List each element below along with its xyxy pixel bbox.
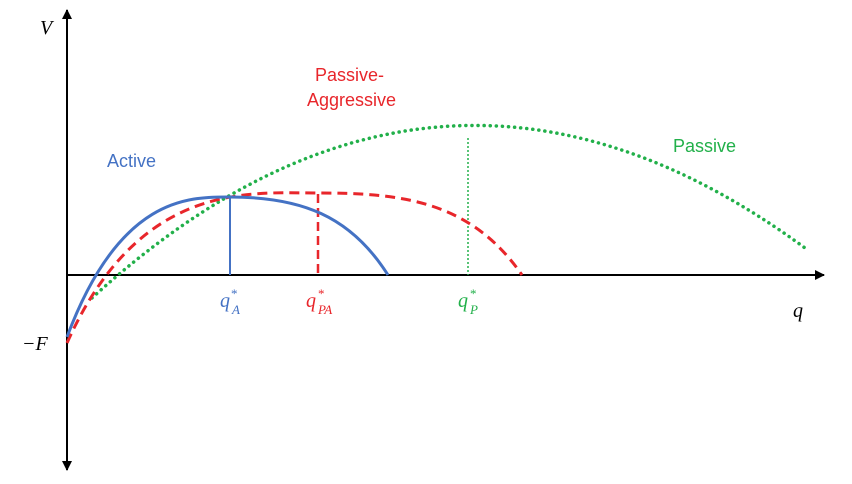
passive-aggressive-optimum-base: q	[306, 290, 316, 312]
active-optimum-base: q	[220, 290, 230, 312]
active-optimum-sub: A	[231, 302, 240, 317]
intercept-label: −F	[22, 333, 48, 355]
passive-aggressive-optimum-sub: PA	[317, 302, 332, 317]
active-curve	[65, 195, 390, 338]
passive-label: Passive	[673, 136, 736, 156]
passive-optimum-base: q	[458, 290, 468, 312]
passive-optimum-label: q * P	[458, 286, 478, 317]
passive-aggressive-label-line2: Aggressive	[307, 90, 396, 110]
x-axis-label: q	[793, 300, 803, 322]
y-axis-label: V	[40, 17, 55, 39]
active-optimum-star: *	[231, 286, 238, 301]
active-label: Active	[107, 151, 156, 171]
passive-optimum-star: *	[470, 286, 477, 301]
passive-optimum-sub: P	[469, 302, 478, 317]
passive-aggressive-optimum-star: *	[318, 286, 325, 301]
passive-aggressive-label-line1: Passive-	[315, 65, 384, 85]
passive-aggressive-curve	[65, 191, 524, 344]
passive-curve	[90, 123, 807, 300]
active-optimum-label: q * A	[220, 286, 240, 317]
passive-aggressive-optimum-label: q * PA	[306, 286, 332, 317]
